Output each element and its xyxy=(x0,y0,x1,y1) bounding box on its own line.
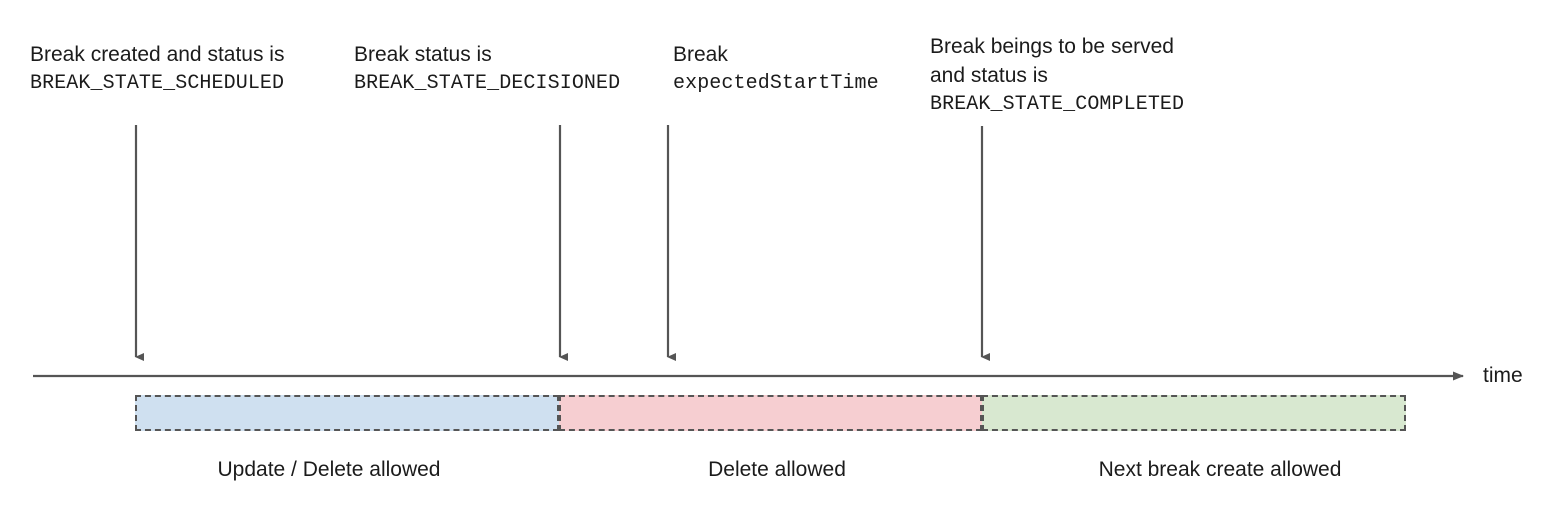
phase-caption-update-delete-allowed: Update / Delete allowed xyxy=(217,458,441,481)
event-label-line: Break xyxy=(673,43,728,66)
event-label-break-decisioned: Break status is BREAK_STATE_DECISIONED xyxy=(354,40,620,98)
event-label-break-created: Break created and status is BREAK_STATE_… xyxy=(30,40,284,98)
event-label-line-code: BREAK_STATE_DECISIONED xyxy=(354,72,621,95)
event-label-line: Break beings to be served xyxy=(930,35,1174,58)
phase-bar-delete-allowed xyxy=(559,395,982,431)
event-label-line: and status is xyxy=(930,64,1048,87)
event-label-line-code: BREAK_STATE_SCHEDULED xyxy=(30,72,285,95)
event-label-line-code: BREAK_STATE_COMPLETED xyxy=(930,93,1185,116)
phase-bar-next-break-create-allowed xyxy=(982,395,1406,431)
phase-caption-delete-allowed: Delete allowed xyxy=(708,458,846,481)
time-axis-caption: time xyxy=(1483,364,1523,387)
phase-bar-update-delete-allowed xyxy=(135,395,559,431)
event-label-line: Break status is xyxy=(354,43,492,66)
event-label-break-completed: Break beings to be served and status is … xyxy=(930,32,1184,119)
event-label-break-expected-start-time: Break expectedStartTime xyxy=(673,40,879,98)
event-label-line-code: expectedStartTime xyxy=(673,72,879,95)
event-label-line: Break created and status is xyxy=(30,43,285,66)
phase-caption-next-break-create-allowed: Next break create allowed xyxy=(1098,458,1342,481)
